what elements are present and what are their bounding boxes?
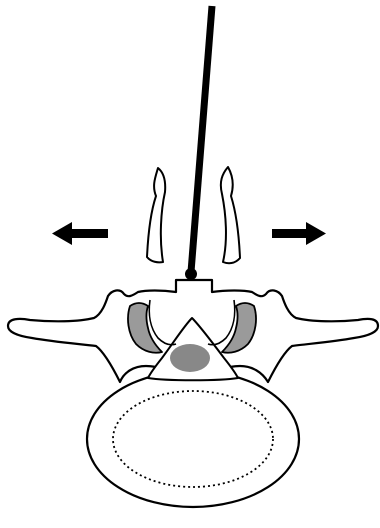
right-arrow-icon [272,222,326,245]
left-muscle-flap [147,168,165,262]
left-arrow-icon [52,222,108,245]
instrument [185,6,212,280]
right-muscle-flap [221,167,240,263]
dural-sac [170,344,210,372]
